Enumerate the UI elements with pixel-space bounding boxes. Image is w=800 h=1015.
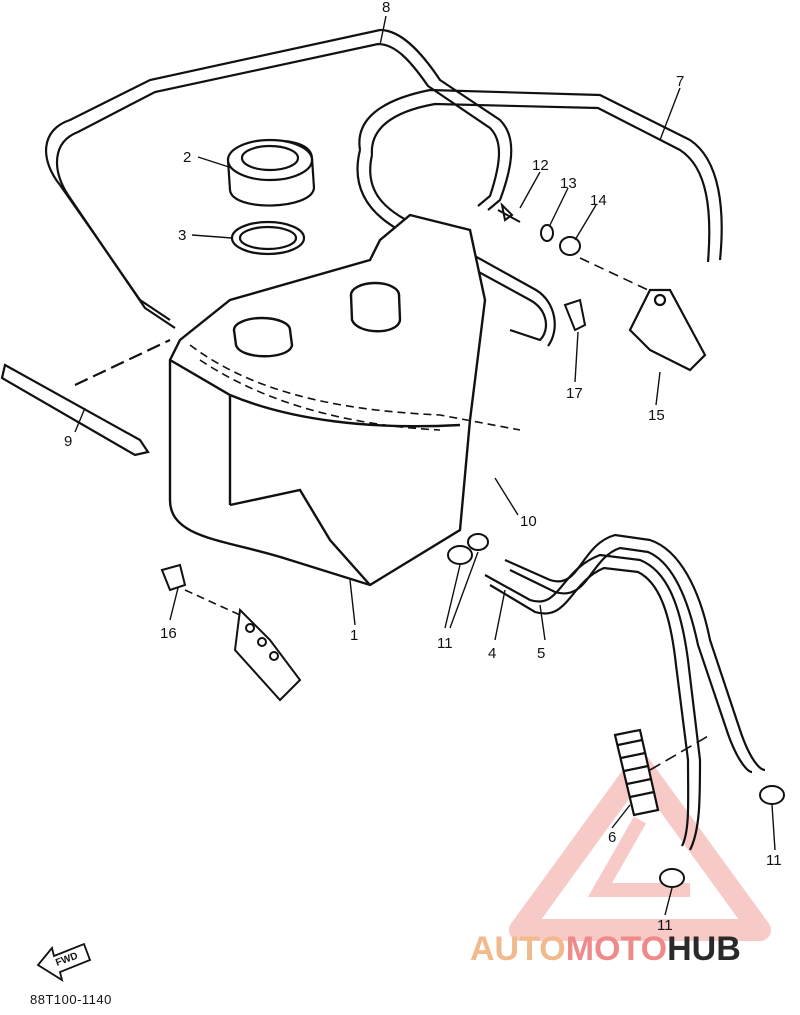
watermark-triangle <box>509 754 771 941</box>
label-2: 2 <box>183 149 191 166</box>
brand-hub: HUB <box>667 930 741 968</box>
label-8: 8 <box>382 0 390 16</box>
label-13: 13 <box>560 175 577 192</box>
label-11-b: 11 <box>766 852 782 869</box>
label-16: 16 <box>160 625 177 642</box>
brand-moto: MOTO <box>565 930 668 968</box>
label-17: 17 <box>566 385 583 402</box>
label-1: 1 <box>350 627 358 644</box>
label-11-c: 11 <box>657 917 673 934</box>
watermark-brand: AUTOMOTOHUB <box>470 930 741 969</box>
cap-gasket <box>230 220 306 256</box>
label-10: 10 <box>520 513 537 530</box>
hose-4-5 <box>484 533 766 851</box>
label-7: 7 <box>676 73 684 90</box>
label-11-a: 11 <box>437 635 453 652</box>
label-15: 15 <box>648 407 665 424</box>
label-4: 4 <box>488 645 496 662</box>
fasteners <box>160 201 587 702</box>
fwd-arrow-icon: FWD <box>36 942 92 982</box>
clamps-11 <box>447 533 785 888</box>
brand-auto: AUTO <box>470 930 566 968</box>
bracket-15 <box>579 257 707 372</box>
hose-6 <box>613 728 711 817</box>
tank-cap <box>226 138 316 207</box>
label-6: 6 <box>608 829 616 846</box>
oil-tank <box>168 213 487 587</box>
hose-8 <box>45 28 513 329</box>
label-3: 3 <box>178 227 186 244</box>
label-12: 12 <box>532 157 549 174</box>
label-5: 5 <box>537 645 545 662</box>
label-14: 14 <box>590 192 607 209</box>
callout-labels: 8 7 2 3 12 13 14 17 15 10 9 16 1 11 4 5 … <box>64 0 782 934</box>
hidden-hose-lines <box>189 344 521 431</box>
leader-lines <box>74 15 776 916</box>
reference-code: 88T100-1140 <box>30 992 112 1007</box>
label-9: 9 <box>64 433 72 450</box>
hose-9 <box>0 339 171 457</box>
